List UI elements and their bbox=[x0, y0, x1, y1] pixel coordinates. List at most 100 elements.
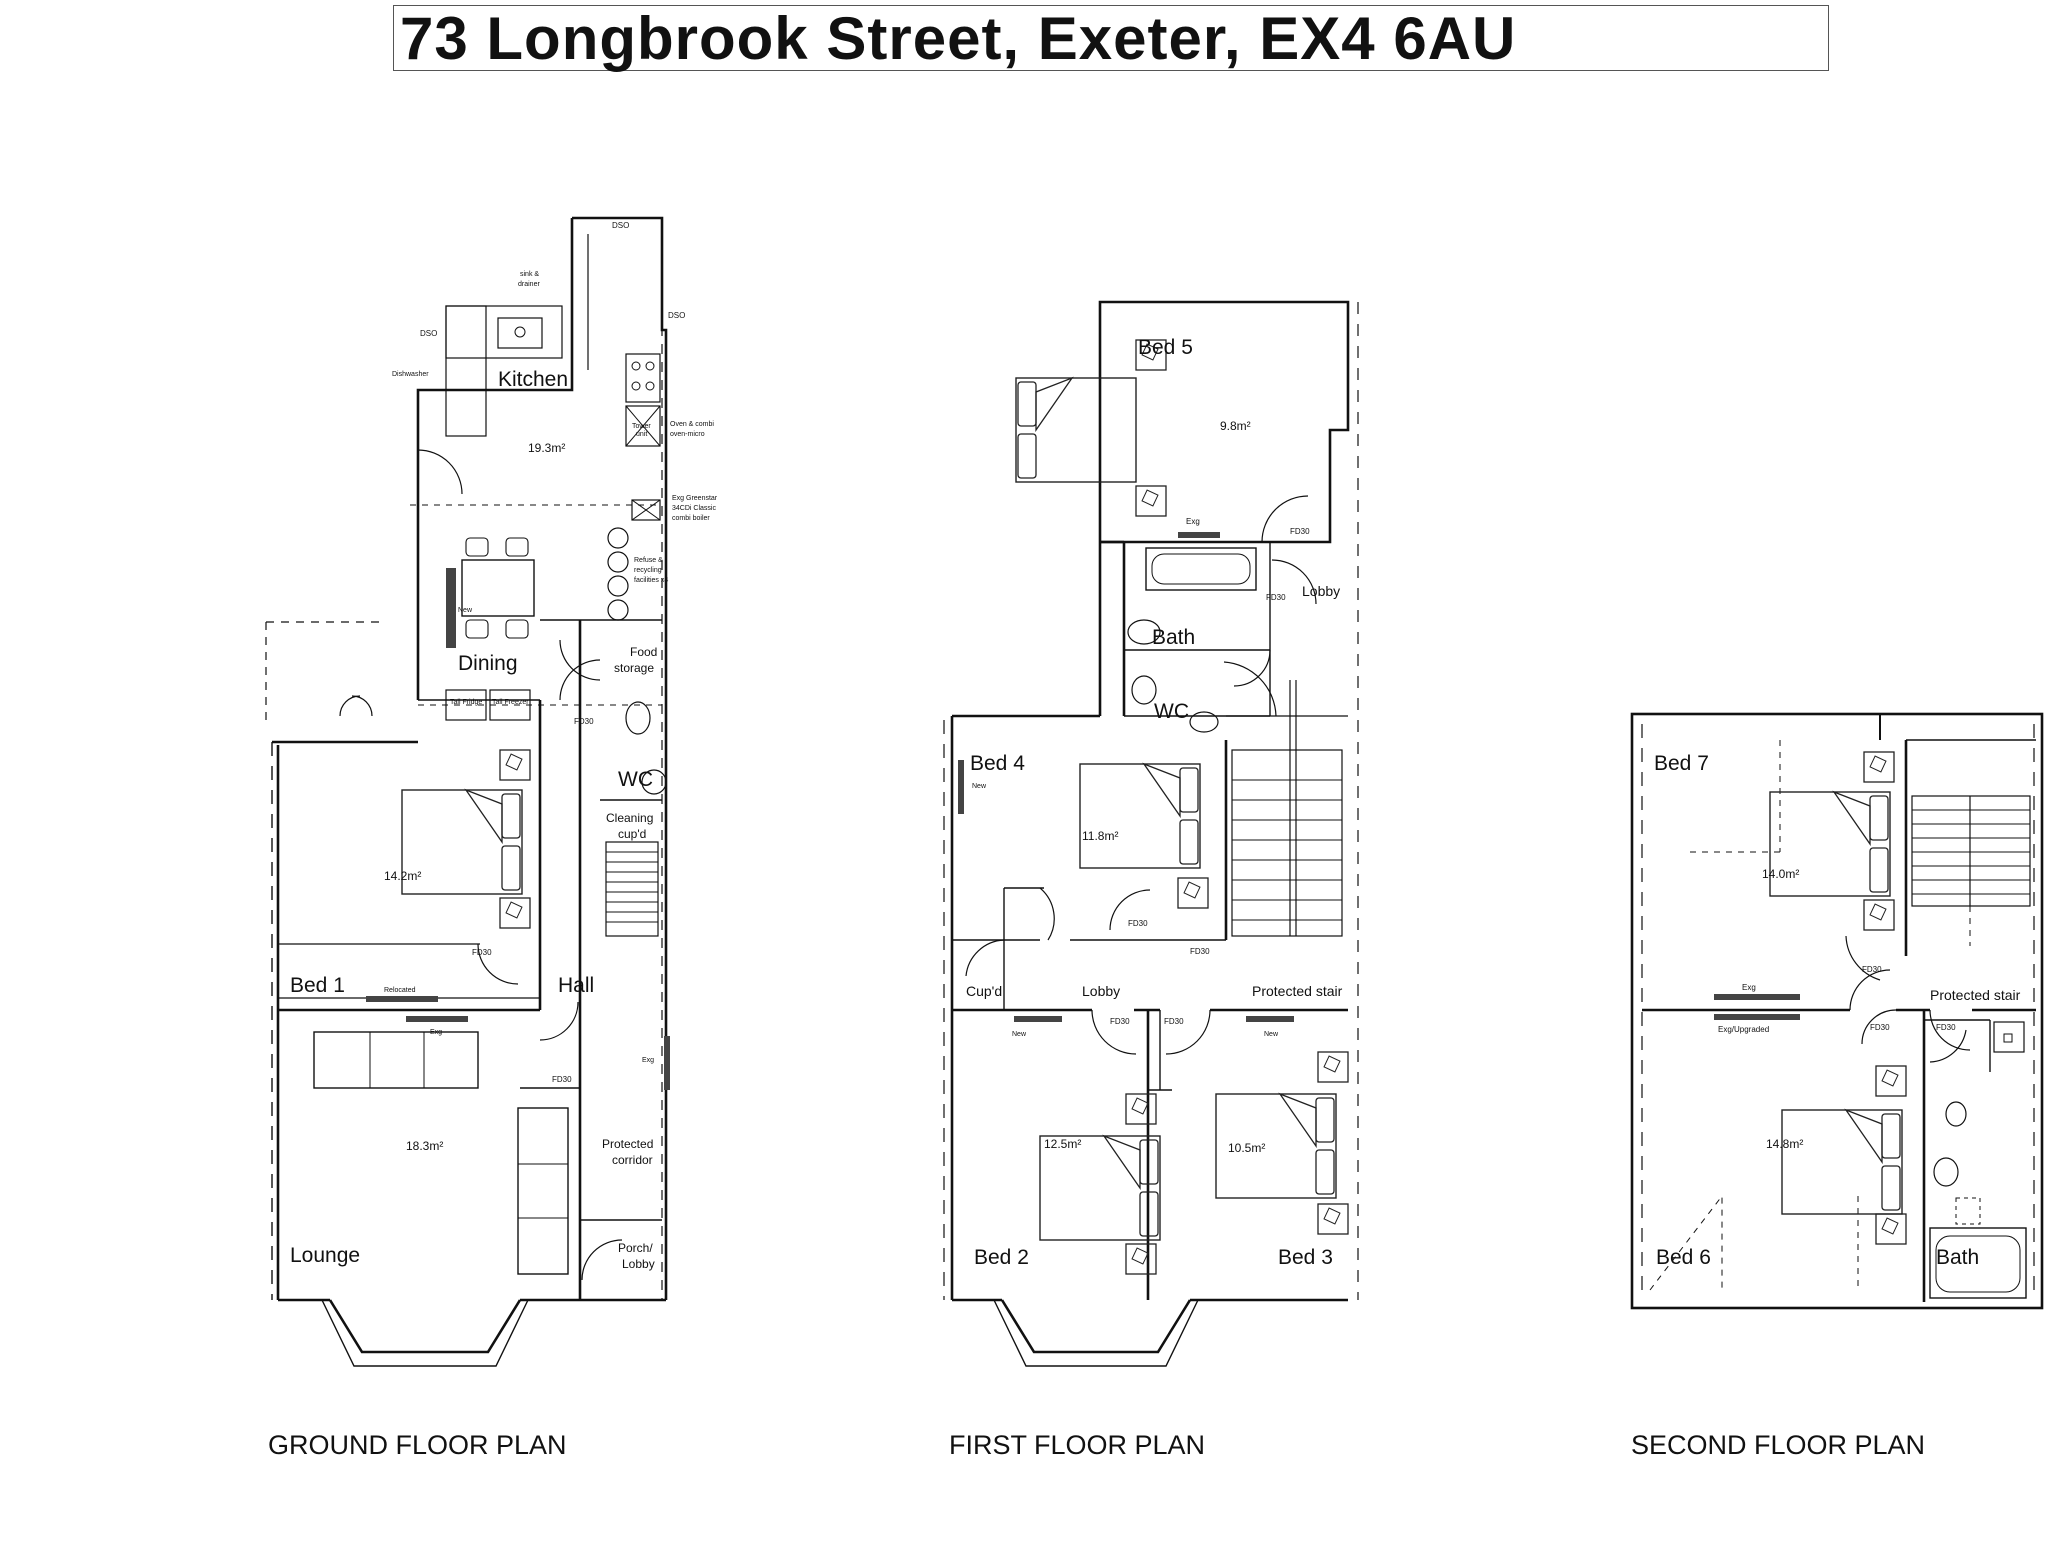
ff-bed3-area: 10.5m² bbox=[1228, 1141, 1265, 1155]
gf-boiler-label-3: combi boiler bbox=[672, 515, 710, 522]
gf-wc-label: WC bbox=[618, 768, 653, 791]
ff-wc-label: WC bbox=[1154, 700, 1189, 723]
gf-refuse-label-1: Refuse & bbox=[634, 557, 663, 564]
ff-bed5-label: Bed 5 bbox=[1138, 336, 1193, 359]
ff-new-b: New bbox=[1012, 1031, 1027, 1038]
title-box: 73 Longbrook Street, Exeter, EX4 6AU bbox=[393, 5, 1829, 72]
ff-bathtub bbox=[1145, 547, 1257, 591]
gf-fd30-a: FD30 bbox=[574, 717, 594, 726]
gf-food-label-1: Food bbox=[630, 645, 657, 659]
gf-exg-a: Exg bbox=[430, 1029, 442, 1036]
gf-porch-label-2: Lobby bbox=[622, 1257, 655, 1271]
gf-exg-b: Exg bbox=[642, 1057, 654, 1064]
sf-stair bbox=[1911, 795, 2031, 907]
ff-bath-label: Bath bbox=[1152, 626, 1195, 649]
sf-door-swings bbox=[1845, 935, 1971, 1063]
ff-lobby-label: Lobby bbox=[1302, 583, 1340, 599]
sf-bed6-label: Bed 6 bbox=[1656, 1246, 1711, 1269]
ff-fd30-d: FD30 bbox=[1190, 947, 1210, 956]
ff-new-c: New bbox=[1264, 1031, 1279, 1038]
sf-exg-upgraded: Exg/Upgraded bbox=[1718, 1025, 1769, 1034]
sf-exg: Exg bbox=[1742, 983, 1756, 992]
ground-floor-caption: GROUND FLOOR PLAN bbox=[268, 1430, 567, 1460]
gf-dining-table bbox=[461, 559, 535, 617]
first-floor-caption: FIRST FLOOR PLAN bbox=[949, 1430, 1206, 1460]
ground-floor-labels: Kitchen 19.3m² Dining Food storage WC Cl… bbox=[290, 221, 718, 1271]
ff-lobby2-label: Lobby bbox=[1082, 983, 1120, 999]
first-floor-labels: Bed 5 9.8m² Exg FD30 FD30 Lobby Bath WC … bbox=[966, 336, 1343, 1269]
gf-sink-label-2: drainer bbox=[518, 281, 540, 288]
ff-rear-wall bbox=[1098, 300, 1350, 716]
gf-dishwasher-label: Dishwasher bbox=[392, 371, 429, 378]
gf-sofa-side bbox=[517, 1107, 569, 1275]
sf-protected-stair-label: Protected stair bbox=[1930, 987, 2021, 1003]
first-floor-plan bbox=[943, 300, 1359, 1367]
ff-door-swings bbox=[965, 495, 1317, 1055]
gf-boiler bbox=[631, 499, 661, 521]
ff-fd30-f: FD30 bbox=[1164, 1017, 1184, 1026]
gf-freezer-label: Tall Freezer bbox=[492, 699, 529, 706]
ff-cupd-label: Cup'd bbox=[966, 983, 1002, 999]
ff-bed2-area: 12.5m² bbox=[1044, 1137, 1081, 1151]
gf-dso-right: DSO bbox=[668, 311, 685, 320]
gf-hall-label: Hall bbox=[558, 974, 594, 997]
ff-new-a: New bbox=[972, 783, 987, 790]
gf-tower-label-2: unit bbox=[636, 431, 647, 438]
ff-protected-stair-label: Protected stair bbox=[1252, 983, 1343, 999]
second-floor-labels: Bed 7 14.0m² FD30 FD30 FD30 Exg Exg/Upgr… bbox=[1654, 752, 2021, 1269]
gf-stair bbox=[606, 851, 658, 923]
gf-kitchen-area: 19.3m² bbox=[528, 441, 565, 455]
sf-bed6-area: 14.8m² bbox=[1766, 1137, 1803, 1151]
gf-outrigger-wall bbox=[416, 218, 574, 700]
gf-dso-left: DSO bbox=[420, 329, 437, 338]
sf-bath-label: Bath bbox=[1936, 1246, 1979, 1269]
gf-lounge-area: 18.3m² bbox=[406, 1139, 443, 1153]
sf-bed7-area: 14.0m² bbox=[1762, 867, 1799, 881]
gf-protected-label-2: corridor bbox=[612, 1153, 653, 1167]
gf-refuse-label-3: facilities x4 bbox=[634, 577, 668, 584]
ff-bed4-area: 11.8m² bbox=[1082, 829, 1118, 843]
ff-fd30-c: FD30 bbox=[1128, 919, 1148, 928]
sf-fd30-a: FD30 bbox=[1862, 965, 1882, 974]
ff-fd30-e: FD30 bbox=[1110, 1017, 1130, 1026]
second-floor-plan bbox=[1630, 712, 2044, 1310]
sf-bathtub bbox=[1929, 1227, 2027, 1299]
gf-cleaning-label-1: Cleaning bbox=[606, 811, 653, 825]
gf-sink bbox=[497, 317, 543, 349]
gf-refuse-label-2: recycling bbox=[634, 567, 662, 574]
gf-door-swings bbox=[339, 449, 623, 1281]
gf-boiler-label-2: 34CDi Classic bbox=[672, 505, 716, 512]
gf-sofa-top bbox=[313, 1031, 479, 1089]
sf-bed7-label: Bed 7 bbox=[1654, 752, 1709, 775]
sf-fd30-b: FD30 bbox=[1870, 1023, 1890, 1032]
sf-outer-wall bbox=[1630, 712, 2044, 1310]
ff-fd30-a: FD30 bbox=[1290, 527, 1310, 536]
gf-fridge-label: Tall Fridge bbox=[450, 699, 482, 706]
ff-bed5-area: 9.8m² bbox=[1220, 419, 1251, 433]
gf-bed1-area: 14.2m² bbox=[384, 869, 421, 883]
gf-oven-label-1: Oven & combi bbox=[670, 421, 714, 428]
gf-refuse-bins bbox=[607, 527, 629, 621]
gf-hob bbox=[625, 353, 661, 403]
second-floor-caption: SECOND FLOOR PLAN bbox=[1631, 1430, 1926, 1460]
gf-fd30-c: FD30 bbox=[552, 1075, 572, 1084]
gf-new-label: New bbox=[458, 607, 473, 614]
gf-tower-label-1: Tower bbox=[632, 423, 651, 430]
gf-dso-top: DSO bbox=[612, 221, 629, 230]
gf-boiler-label-1: Exg Greenstar bbox=[672, 495, 718, 502]
gf-porch-label-1: Porch/ bbox=[618, 1241, 653, 1255]
gf-oven-label-2: oven-micro bbox=[670, 431, 705, 438]
gf-fd30-b: FD30 bbox=[472, 948, 492, 957]
ff-bed4-label: Bed 4 bbox=[970, 752, 1025, 775]
ff-fd30-b: FD30 bbox=[1266, 593, 1286, 602]
sf-fd30-c: FD30 bbox=[1936, 1023, 1956, 1032]
gf-cleaning-label-2: cup'd bbox=[618, 827, 646, 841]
gf-sink-label-1: sink & bbox=[520, 271, 539, 278]
ff-bed2-label: Bed 2 bbox=[974, 1246, 1029, 1269]
page-title: 73 Longbrook Street, Exeter, EX4 6AU bbox=[400, 5, 1517, 72]
gf-lounge-label: Lounge bbox=[290, 1244, 360, 1267]
gf-food-label-2: storage bbox=[614, 661, 654, 675]
gf-dining-label: Dining bbox=[458, 652, 518, 675]
gf-protected-label-1: Protected bbox=[602, 1137, 653, 1151]
